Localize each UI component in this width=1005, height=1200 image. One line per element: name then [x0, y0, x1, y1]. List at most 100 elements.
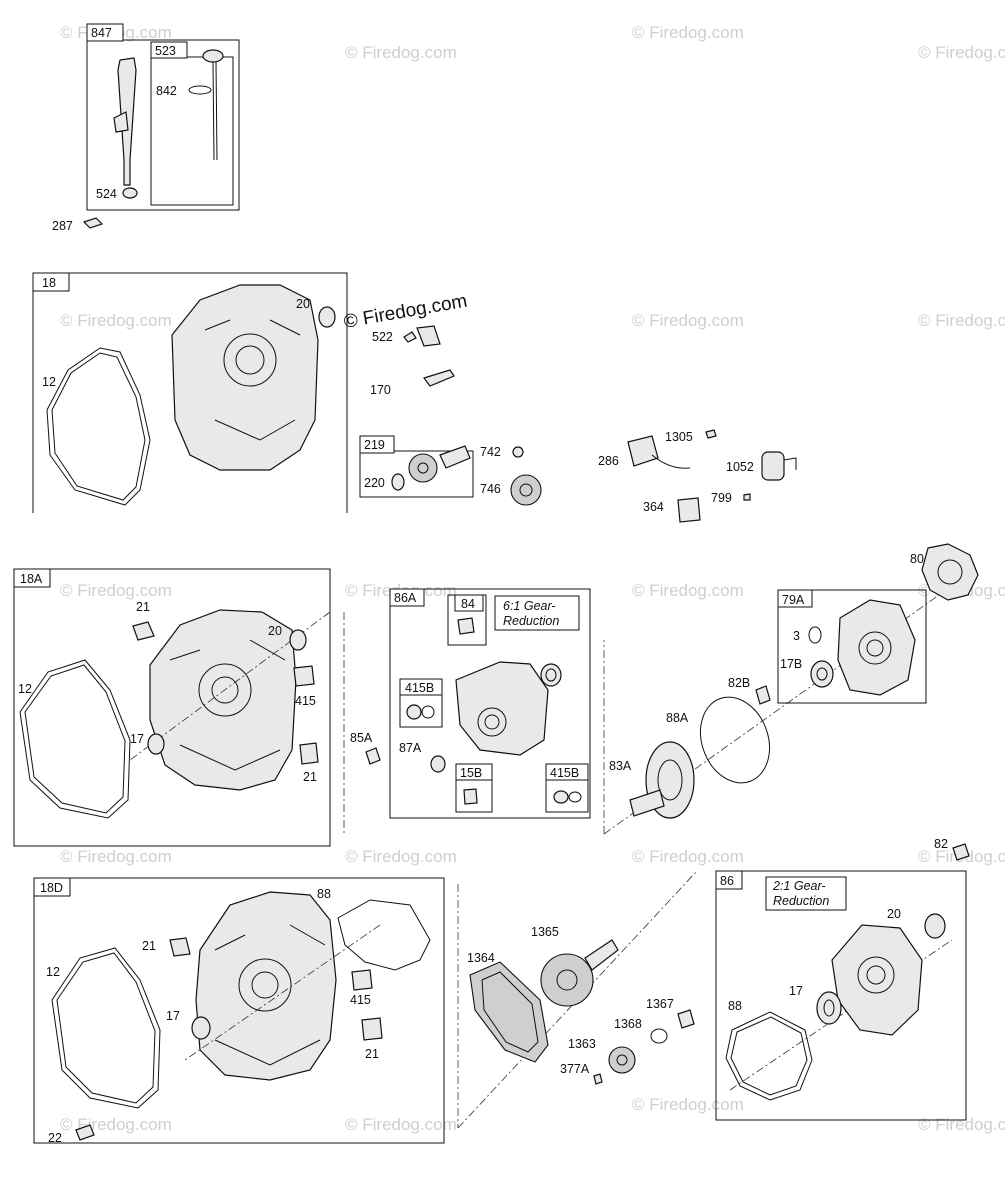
- dipstick-blade-part: [215, 61, 218, 161]
- watermark: © Firedog.com: [632, 847, 744, 866]
- part-1364-label: 1364: [467, 951, 495, 965]
- gasket-part: [56, 952, 156, 1104]
- sprocket-part: [616, 1054, 628, 1066]
- part-21-label: 21: [365, 1047, 379, 1061]
- part-17B-label: 17B: [780, 657, 802, 671]
- screw-part: [755, 685, 771, 705]
- watermark: © Firedog.com: [60, 311, 172, 330]
- part-88-label: 88: [728, 999, 742, 1013]
- bearing-part: [816, 667, 828, 681]
- kit-18A-box: [13, 568, 331, 847]
- watermark: © Firedog.com: [918, 43, 1005, 62]
- watermark: © Firedog.com: [60, 847, 172, 866]
- shaft-part: [423, 369, 455, 387]
- gear-note-box: [494, 595, 580, 631]
- part-524-label: 524: [96, 187, 117, 201]
- gasket-part: [46, 347, 151, 506]
- kit-18-box: [32, 272, 348, 513]
- gasket-part: [730, 1016, 808, 1096]
- gasket-part: [24, 664, 126, 814]
- sprocket-part: [540, 953, 594, 1007]
- sensor-part: [677, 497, 701, 523]
- part-21-label: 21: [142, 939, 156, 953]
- part-21-label: 21: [136, 600, 150, 614]
- watermark: © Firedog.com: [60, 581, 172, 600]
- plug-part: [299, 742, 319, 765]
- watermark: © Firedog.com: [345, 1115, 457, 1134]
- part-87A-label: 87A: [399, 741, 422, 755]
- kit-415B-tag-2: [545, 763, 589, 781]
- gear-cover-part: [455, 661, 549, 756]
- kit-18D-tag: [33, 877, 71, 897]
- part-17-label: 17: [166, 1009, 180, 1023]
- gear-note-line2: Reduction: [503, 614, 559, 628]
- watermark: © Firedog.com: [345, 43, 457, 62]
- kit-86A-group: 85A 86A 84 6:1 Gear- Reduction 415B 87A …: [343, 588, 591, 836]
- kit-847-box: [86, 39, 240, 211]
- gear-note-box: [765, 876, 847, 911]
- oil-seal-part: [289, 629, 307, 651]
- kit-86A-tag: [389, 588, 425, 607]
- screw-part: [82, 217, 104, 229]
- part-82B-label: 82B: [728, 676, 750, 690]
- dipstick-cap-part: [202, 49, 224, 63]
- electrical-parts-group: 286 1305 1052 799 364: [598, 429, 797, 523]
- part-364-label: 364: [643, 500, 664, 514]
- kit-18A-group: 18A 12 21 20 415 17 21: [13, 568, 331, 847]
- gear-note-line2: Reduction: [773, 894, 829, 908]
- chain-part: [469, 961, 549, 1063]
- part-17-label: 17: [130, 732, 144, 746]
- kit-219-label: 219: [364, 438, 385, 452]
- gear-cover-part: [484, 714, 500, 730]
- part-415-label: 415: [295, 694, 316, 708]
- axis-line: [729, 939, 953, 1091]
- gear-cover-part: [866, 965, 886, 985]
- kit-523-tag: [150, 41, 188, 59]
- fitting-part: [351, 969, 373, 991]
- seal-part: [430, 755, 446, 773]
- gasket-part: [51, 947, 161, 1109]
- kit-15B-label: 15B: [460, 766, 482, 780]
- part-287-label: 287: [52, 219, 73, 233]
- part-21-label: 21: [303, 770, 317, 784]
- screw-part: [743, 493, 751, 501]
- part-17-label: 17: [789, 984, 803, 998]
- part-22-label: 22: [48, 1131, 62, 1145]
- o-ring-part: [188, 85, 212, 95]
- screw-part: [705, 429, 717, 439]
- crankcase-part: [223, 333, 277, 387]
- gear-cover-part: [831, 924, 923, 1036]
- crankcase-part: [235, 345, 265, 375]
- kit-847-label: 847: [91, 26, 112, 40]
- gear-note-line1: 6:1 Gear-: [503, 599, 556, 613]
- cam-gear-part: [519, 483, 533, 497]
- fitting-part: [406, 704, 422, 720]
- shaft-part: [584, 939, 619, 971]
- kit-79A-group: 80 79A 3 17B 82B 88A 83A: [603, 543, 979, 835]
- seal-part: [122, 187, 138, 199]
- oil-seal-part: [823, 999, 835, 1017]
- governor-gear-part: [417, 462, 429, 474]
- part-1365-label: 1365: [531, 925, 559, 939]
- screw-part: [677, 1009, 695, 1029]
- part-377A-label: 377A: [560, 1062, 590, 1076]
- part-12-label: 12: [18, 682, 32, 696]
- screw-part: [952, 843, 970, 861]
- fitting-part: [421, 705, 435, 719]
- part-1052-label: 1052: [726, 460, 754, 474]
- part-85A-label: 85A: [350, 731, 373, 745]
- gear-cover-part: [857, 956, 895, 994]
- oil-seal-part: [147, 733, 165, 755]
- kit-86-label: 86: [720, 874, 734, 888]
- gear-note-line1: 2:1 Gear-: [772, 879, 826, 893]
- crankcase-part: [211, 676, 239, 704]
- kit-86-group: 86 2:1 Gear- Reduction 20 17 88: [715, 870, 967, 1121]
- bearing-part: [540, 663, 562, 687]
- switch-part: [651, 454, 691, 469]
- gasket-part: [921, 543, 979, 601]
- part-220-label: 220: [364, 476, 385, 490]
- part-1305-label: 1305: [665, 430, 693, 444]
- clip-part: [512, 446, 524, 458]
- watermark: © Firedog.com: [632, 311, 744, 330]
